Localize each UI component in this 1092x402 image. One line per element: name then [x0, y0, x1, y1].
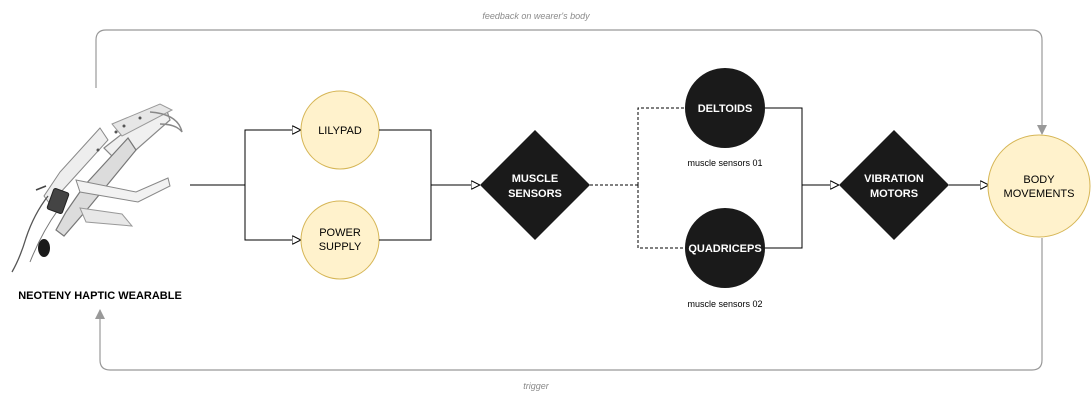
muscle-sensors-01-caption: muscle sensors 01: [687, 158, 762, 168]
muscle-sensors-node: MUSCLE SENSORS: [480, 130, 590, 240]
vibration-motors-node: VIBRATION MOTORS: [839, 130, 949, 240]
body-movements-label-line1: BODY: [1023, 174, 1055, 186]
muscle-sensors-02-caption: muscle sensors 02: [687, 299, 762, 309]
connector-from-power-supply: [379, 185, 432, 241]
quadriceps-label: QUADRICEPS: [688, 243, 761, 255]
quadriceps-node: QUADRICEPS: [685, 208, 765, 288]
vibration-motors-label-line2: MOTORS: [870, 188, 918, 200]
wearable-title: NEOTENY HAPTIC WEARABLE: [18, 290, 182, 302]
body-movements-label-line2: MOVEMENTS: [1004, 188, 1075, 200]
feedback-loop-line: [95, 29, 1047, 135]
feedback-label: feedback on wearer's body: [482, 11, 590, 21]
haptic-wearable-device-icon: [11, 103, 183, 273]
trigger-loop-line: [95, 238, 1043, 371]
power-supply-node: POWER SUPPLY: [300, 200, 380, 280]
dashed-connector-deltoids: [637, 107, 686, 185]
dashed-connector-quadriceps: [637, 185, 686, 249]
trigger-label: trigger: [523, 381, 550, 391]
lilypad-label: LILYPAD: [318, 125, 362, 137]
power-supply-label-line2: SUPPLY: [319, 241, 362, 253]
deltoids-label: DELTOIDS: [698, 103, 753, 115]
vibration-motors-label-line1: VIBRATION: [864, 173, 924, 185]
connector-from-deltoids: [765, 107, 803, 185]
power-supply-label-line1: POWER: [319, 227, 361, 239]
muscle-sensors-label-line1: MUSCLE: [512, 173, 558, 185]
connector-from-quadriceps: [765, 185, 803, 249]
lilypad-node: LILYPAD: [300, 90, 380, 170]
connector-to-power-supply: [244, 185, 300, 240]
body-movements-node: BODY MOVEMENTS: [987, 134, 1091, 238]
deltoids-node: DELTOIDS: [685, 68, 765, 148]
muscle-sensors-label-line2: SENSORS: [508, 188, 562, 200]
connector-from-lilypad: [379, 129, 432, 185]
connector-to-lilypad: [244, 130, 300, 185]
